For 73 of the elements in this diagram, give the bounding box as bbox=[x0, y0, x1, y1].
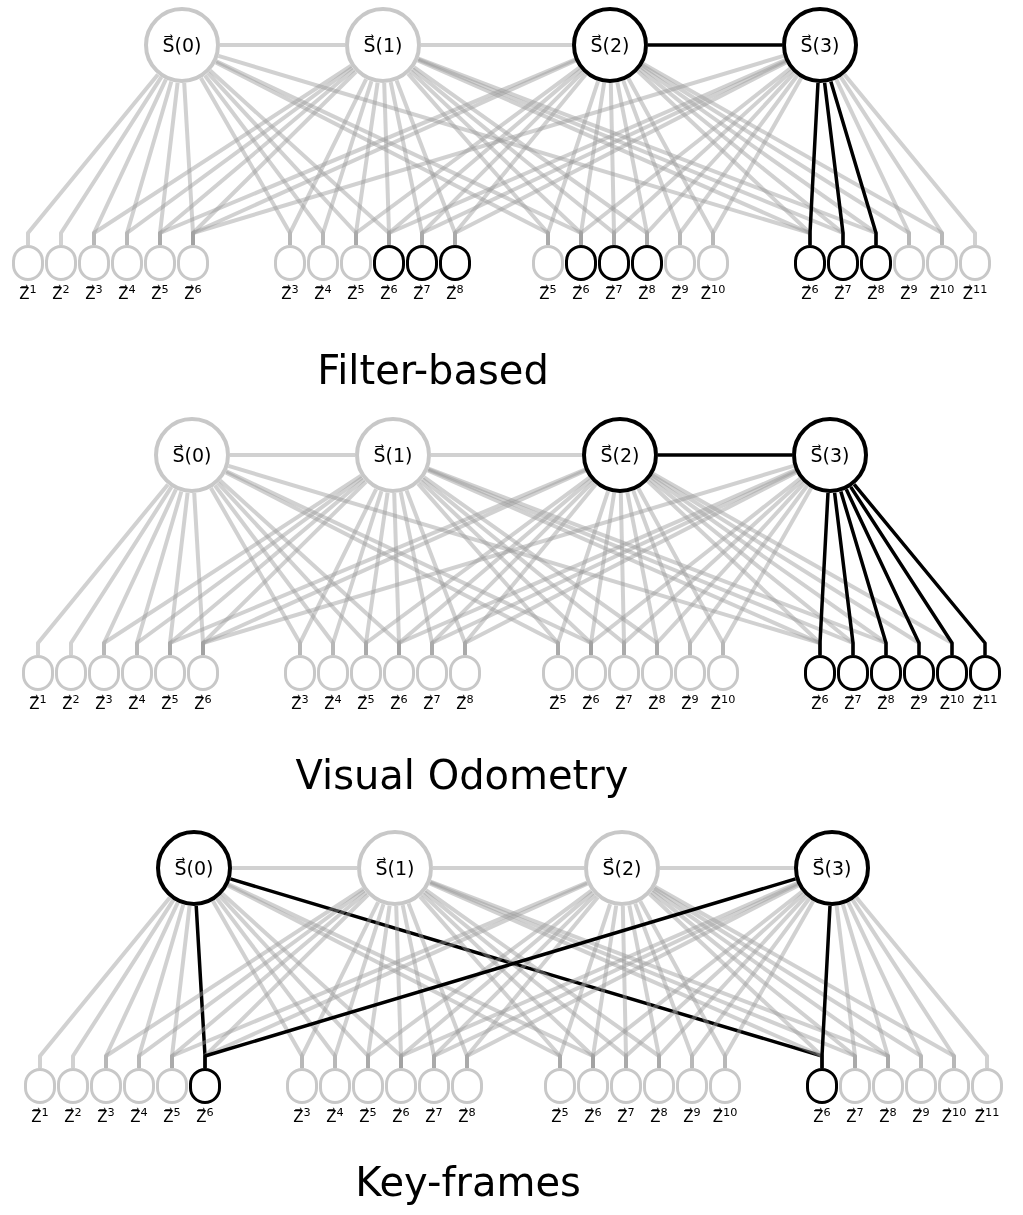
connector-line bbox=[842, 73, 977, 245]
connector-line bbox=[591, 889, 804, 1068]
connector-line bbox=[645, 71, 796, 245]
connector-line bbox=[364, 476, 591, 655]
connector-line bbox=[433, 866, 584, 870]
connector-line bbox=[354, 66, 581, 245]
connector-line bbox=[71, 898, 176, 1068]
connector-line bbox=[851, 898, 956, 1068]
connector-line bbox=[230, 453, 355, 457]
state-node: S⃗(3) bbox=[792, 417, 868, 493]
connector-line bbox=[622, 479, 804, 655]
connector-line bbox=[624, 892, 806, 1068]
state-node: S⃗(1) bbox=[357, 830, 433, 906]
connector-line bbox=[333, 903, 386, 1068]
connector-line bbox=[546, 80, 600, 245]
state-node: S⃗(2) bbox=[572, 7, 648, 83]
connector-line bbox=[808, 82, 820, 245]
connector-line bbox=[556, 490, 610, 655]
connector-line bbox=[38, 896, 172, 1068]
connector-line bbox=[589, 476, 802, 655]
connector-line bbox=[711, 77, 803, 245]
connector-line bbox=[421, 43, 572, 47]
connector-line bbox=[723, 900, 815, 1068]
state-node: S⃗(0) bbox=[154, 417, 230, 493]
connector-line bbox=[657, 894, 808, 1068]
connector-line bbox=[220, 43, 345, 47]
connector-line bbox=[26, 73, 160, 245]
connector-line bbox=[832, 492, 855, 655]
connector-line bbox=[844, 488, 921, 655]
connector-line bbox=[660, 866, 794, 870]
connector-line bbox=[300, 901, 380, 1068]
connector-line bbox=[321, 80, 374, 245]
connector-line bbox=[678, 74, 799, 245]
state-node: S⃗(2) bbox=[584, 830, 660, 906]
connector-line bbox=[298, 488, 378, 655]
connector-line bbox=[36, 483, 170, 655]
state-node: S⃗(1) bbox=[355, 417, 431, 493]
connector-line bbox=[331, 490, 384, 655]
connector-line bbox=[834, 78, 911, 245]
connector-line bbox=[839, 490, 888, 655]
connector-line bbox=[612, 69, 794, 245]
state-node: S⃗(0) bbox=[156, 830, 232, 906]
connector-line bbox=[59, 75, 164, 245]
state-node: S⃗(0) bbox=[144, 7, 220, 83]
connector-line bbox=[655, 481, 806, 655]
connector-line bbox=[232, 866, 357, 870]
connector-line bbox=[688, 484, 809, 655]
connector-line bbox=[854, 896, 989, 1068]
connector-line bbox=[366, 889, 593, 1068]
connector-line bbox=[820, 905, 832, 1068]
connector-line bbox=[849, 485, 954, 655]
state-node: S⃗(2) bbox=[582, 417, 658, 493]
connector-line bbox=[829, 80, 878, 245]
connector-line bbox=[822, 82, 845, 245]
connector-line bbox=[721, 487, 813, 655]
connector-line bbox=[690, 897, 811, 1068]
state-node: S⃗(3) bbox=[782, 7, 858, 83]
connector-line bbox=[839, 75, 944, 245]
state-node: S⃗(1) bbox=[345, 7, 421, 83]
connector-line bbox=[852, 483, 987, 655]
connector-line bbox=[648, 43, 782, 47]
connector-line bbox=[558, 903, 612, 1068]
connector-line bbox=[658, 453, 792, 457]
connector-line bbox=[579, 66, 792, 245]
connector-line bbox=[840, 903, 890, 1068]
connector-line bbox=[818, 492, 830, 655]
connector-line bbox=[834, 905, 857, 1068]
state-node: S⃗(3) bbox=[794, 830, 870, 906]
connector-line bbox=[431, 453, 582, 457]
connector-line bbox=[846, 901, 923, 1068]
connector-line bbox=[288, 78, 368, 245]
panel-title: Filter-based bbox=[317, 350, 549, 390]
connector-line bbox=[69, 485, 174, 655]
